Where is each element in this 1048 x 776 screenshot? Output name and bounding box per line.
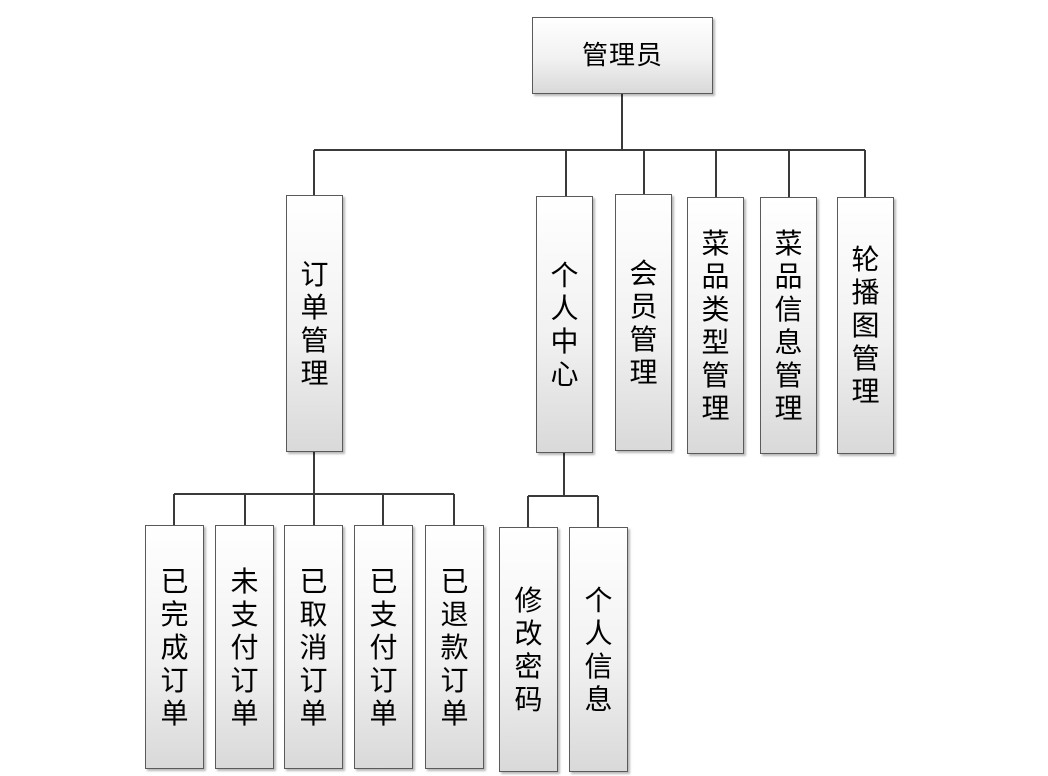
node-carousel-management-label: 轮播图管理 xyxy=(851,243,880,408)
node-refunded-orders-label: 已退款订单 xyxy=(440,564,469,730)
node-paid-orders: 已支付订单 xyxy=(354,525,413,769)
node-personal-center-label: 个人中心 xyxy=(550,258,579,391)
node-paid-orders-label: 已支付订单 xyxy=(369,564,398,730)
node-admin: 管理员 xyxy=(532,17,713,94)
node-completed-orders: 已完成订单 xyxy=(145,525,204,769)
node-order-management: 订单管理 xyxy=(286,195,343,452)
node-change-password-label: 修改密码 xyxy=(514,583,543,716)
node-dish-type-management: 菜品类型管理 xyxy=(687,197,744,454)
node-refunded-orders: 已退款订单 xyxy=(425,525,484,769)
node-cancelled-orders: 已取消订单 xyxy=(284,525,343,769)
node-cancelled-orders-label: 已取消订单 xyxy=(299,564,328,730)
node-dish-type-management-label: 菜品类型管理 xyxy=(701,226,730,425)
node-unpaid-orders: 未支付订单 xyxy=(215,525,274,769)
node-personal-info-label: 个人信息 xyxy=(584,583,613,716)
node-carousel-management: 轮播图管理 xyxy=(837,197,894,454)
node-completed-orders-label: 已完成订单 xyxy=(160,564,189,730)
node-member-management: 会员管理 xyxy=(615,194,672,451)
node-unpaid-orders-label: 未支付订单 xyxy=(230,564,259,730)
node-admin-label: 管理员 xyxy=(581,40,663,71)
node-dish-info-management: 菜品信息管理 xyxy=(760,197,817,454)
node-order-management-label: 订单管理 xyxy=(300,257,329,390)
node-personal-info: 个人信息 xyxy=(569,527,628,772)
node-member-management-label: 会员管理 xyxy=(629,256,658,389)
node-change-password: 修改密码 xyxy=(499,527,558,772)
node-dish-info-management-label: 菜品信息管理 xyxy=(774,226,803,425)
node-personal-center: 个人中心 xyxy=(536,196,593,453)
